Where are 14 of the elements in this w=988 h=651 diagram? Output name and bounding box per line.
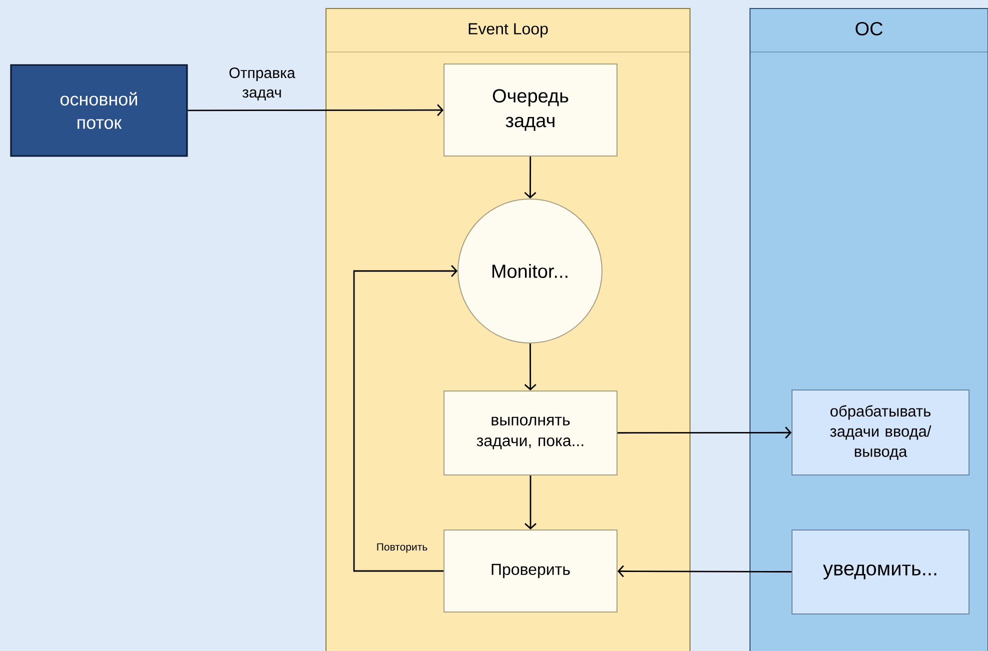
process-box: Очередь задач [444,64,618,156]
arrow [188,104,444,116]
arrow [353,265,458,572]
arrow [524,344,536,390]
edge-label: Отправка задач [229,68,296,100]
arrow [618,426,792,439]
arrow [524,156,536,198]
arrow [524,476,536,530]
process-box: выполнять задачи, пока... [444,390,618,476]
process-box: обрабатывать задачи ввода/ вывода [792,390,970,476]
arrow [618,565,792,578]
process-box: основной поток [10,64,188,157]
process-box: уведомить... [792,530,970,614]
process-box: Проверить [444,530,618,612]
